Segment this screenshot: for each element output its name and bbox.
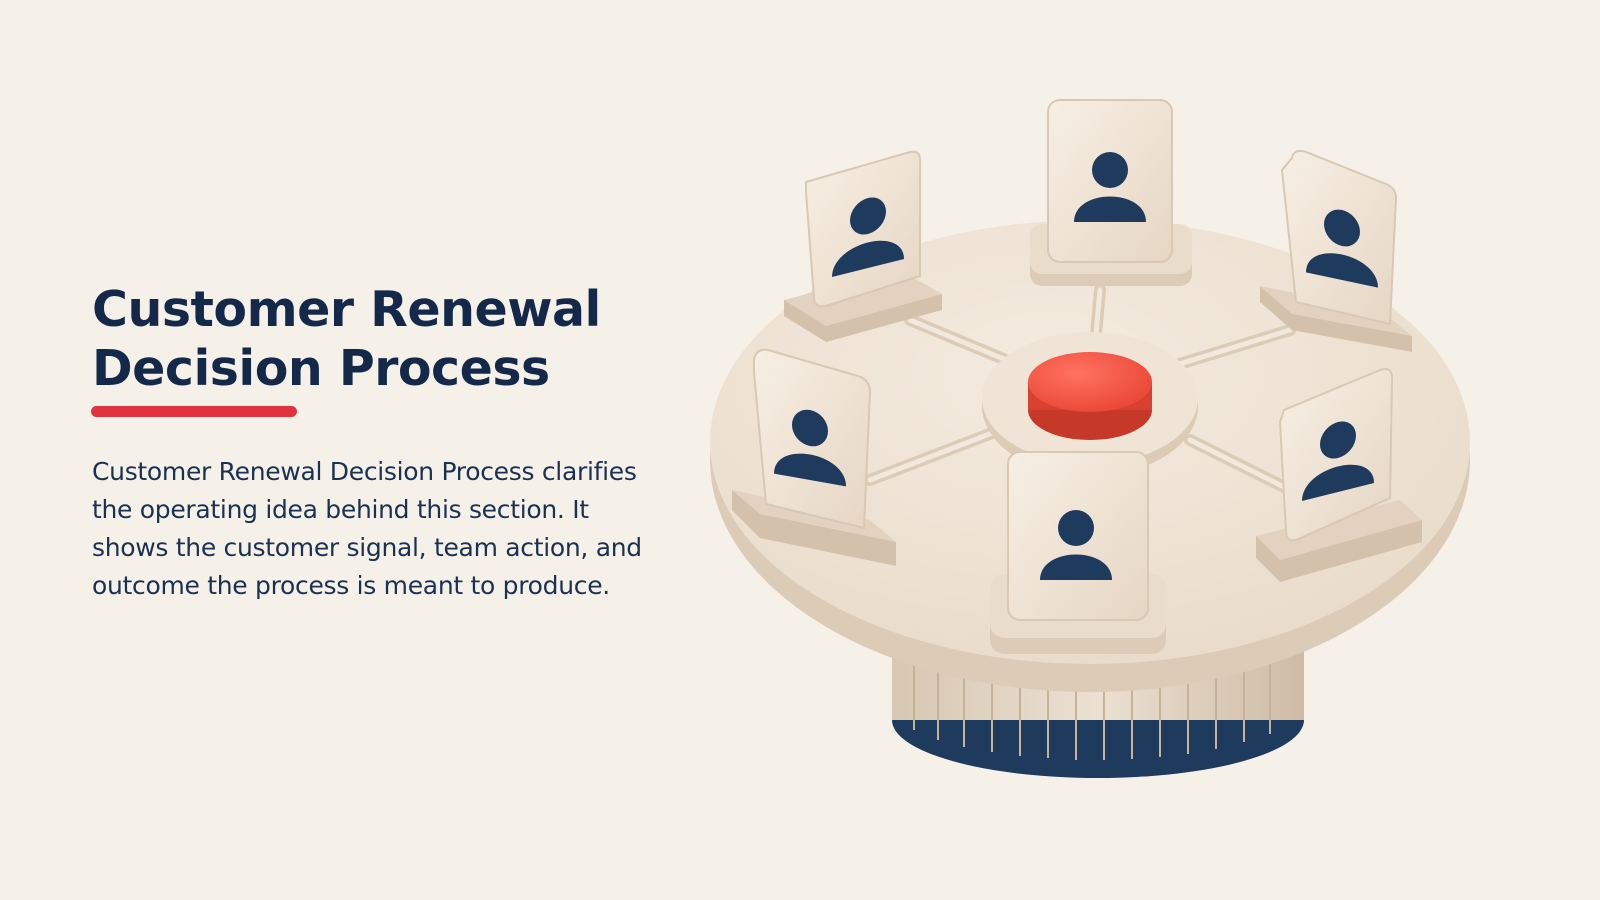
page-title: Customer Renewal Decision Process <box>92 280 662 398</box>
person-card-back-center <box>1030 99 1192 286</box>
person-card-front-left <box>732 348 896 566</box>
person-card-front-right <box>1256 368 1422 582</box>
body-paragraph: Customer Renewal Decision Process clarif… <box>92 457 642 600</box>
text-block: Customer Renewal Decision Process Custom… <box>91 280 662 605</box>
person-card-front-center <box>990 451 1166 654</box>
person-card-back-left <box>784 150 942 342</box>
round-table-illustration <box>710 99 1470 778</box>
title-line-1: Customer Renewal <box>92 281 601 338</box>
person-card-back-right <box>1260 149 1412 352</box>
title-line-2: Decision Process <box>92 340 550 397</box>
center-button-icon <box>982 332 1198 476</box>
title-accent-underline <box>91 406 297 417</box>
